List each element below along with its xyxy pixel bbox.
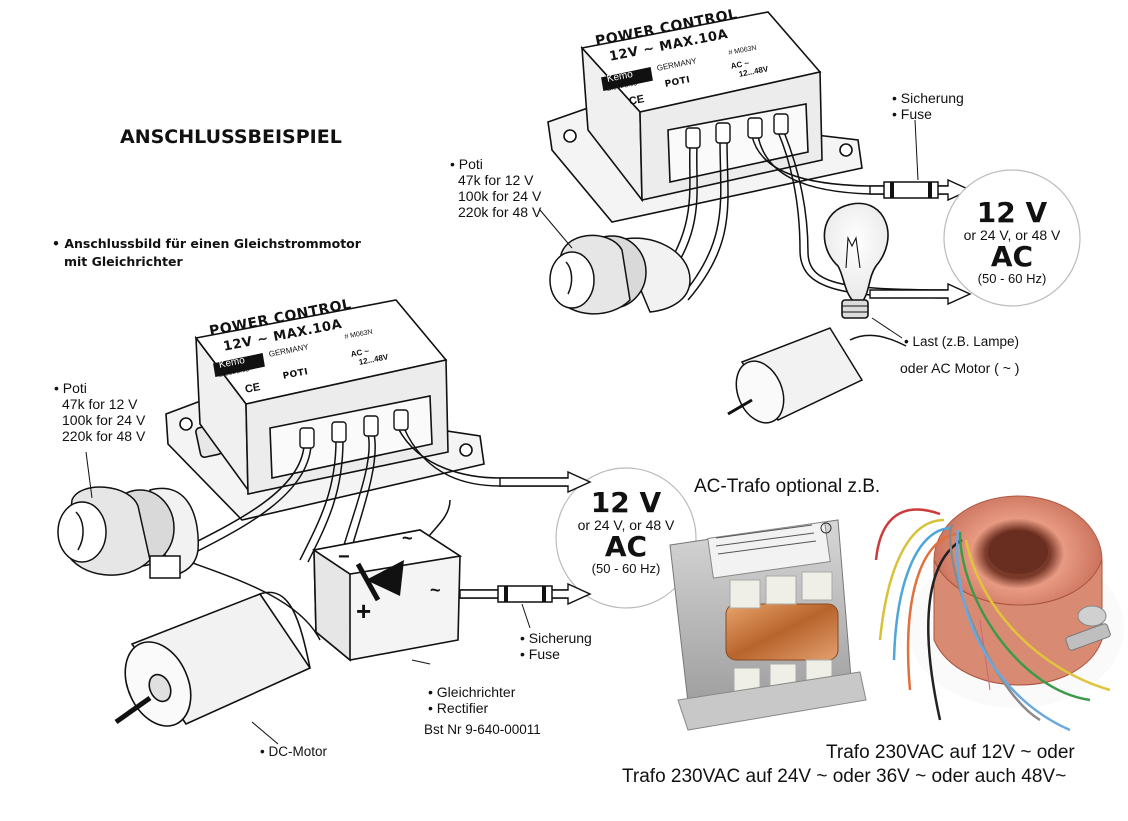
ac-motor-icon bbox=[727, 327, 907, 424]
module-top-terminals bbox=[685, 113, 789, 149]
trafo-toroid-picture bbox=[874, 495, 1124, 732]
page-title: ANSCHLUSSBEISPIEL bbox=[120, 126, 342, 148]
supply-top-voltage: 12 V bbox=[976, 196, 1048, 229]
trafo-text-line-1: Trafo 230VAC auf 12V ~ oder bbox=[826, 742, 1075, 763]
poti-left-bullet: • Poti bbox=[54, 380, 87, 396]
poti-top-bullet: • Poti bbox=[450, 156, 483, 172]
load-line-2: oder AC Motor ( ~ ) bbox=[900, 360, 1020, 376]
poti-left-line-1: 47k for 12 V bbox=[62, 396, 138, 412]
fuse-top-line-1: • Sicherung bbox=[892, 90, 964, 106]
poti-top-knob bbox=[539, 209, 691, 315]
caption-line-1: • Anschlussbild für einen Gleichstrommot… bbox=[52, 236, 361, 251]
poti-top-line-1: 47k for 12 V bbox=[458, 172, 534, 188]
supply-top-freq: (50 - 60 Hz) bbox=[977, 271, 1047, 286]
supply-top-alt: or 24 V, or 48 V bbox=[963, 227, 1061, 243]
supply-top-circle bbox=[943, 169, 1081, 307]
load-line-1: • Last (z.B. Lampe) bbox=[904, 334, 1020, 349]
rectifier-block bbox=[311, 529, 463, 665]
fuse-bottom-line-1: • Sicherung bbox=[520, 630, 592, 646]
rectifier-order-number: Bst Nr 9-640-00011 bbox=[424, 722, 541, 737]
caption-line-2: mit Gleichrichter bbox=[64, 254, 183, 269]
rectifier-minus: − bbox=[338, 546, 350, 568]
supply-bottom-alt: or 24 V, or 48 V bbox=[577, 517, 675, 533]
poti-top-line-2: 100k for 24 V bbox=[458, 188, 542, 204]
poti-top-line-3: 220k for 48 V bbox=[458, 204, 542, 220]
lamp-icon bbox=[823, 202, 903, 339]
trafo-ei-picture bbox=[669, 519, 867, 731]
supply-top-type: AC bbox=[990, 240, 1034, 273]
bottom-arrows bbox=[459, 470, 592, 629]
rectifier-plus: + bbox=[356, 596, 372, 626]
module-top bbox=[547, 11, 863, 223]
supply-bottom-type: AC bbox=[604, 530, 648, 563]
rectifier-line-2: • Rectifier bbox=[428, 700, 489, 716]
top-arrows bbox=[869, 119, 972, 306]
supply-bottom-voltage: 12 V bbox=[590, 486, 662, 519]
trafo-heading: AC-Trafo optional z.B. bbox=[694, 476, 881, 497]
poti-left-line-2: 100k for 24 V bbox=[62, 412, 146, 428]
supply-bottom-circle bbox=[555, 467, 697, 609]
rectifier-tilde-top: ~ bbox=[402, 528, 413, 548]
module-bottom bbox=[165, 299, 485, 521]
dc-motor-label: • DC-Motor bbox=[260, 744, 327, 759]
fuse-bottom-line-2: • Fuse bbox=[520, 646, 560, 662]
rectifier-tilde-right: ~ bbox=[430, 580, 441, 600]
rectifier-line-1: • Gleichrichter bbox=[428, 684, 516, 700]
poti-left-line-3: 220k for 48 V bbox=[62, 428, 146, 444]
poti-bottom-knob bbox=[57, 451, 199, 579]
fuse-top-line-2: • Fuse bbox=[892, 106, 932, 122]
module-bottom-terminals bbox=[299, 409, 409, 449]
trafo-text-line-2: Trafo 230VAC auf 24V ~ oder 36V ~ oder a… bbox=[622, 766, 1067, 787]
dc-motor-icon bbox=[114, 591, 312, 745]
supply-bottom-freq: (50 - 60 Hz) bbox=[591, 561, 661, 576]
